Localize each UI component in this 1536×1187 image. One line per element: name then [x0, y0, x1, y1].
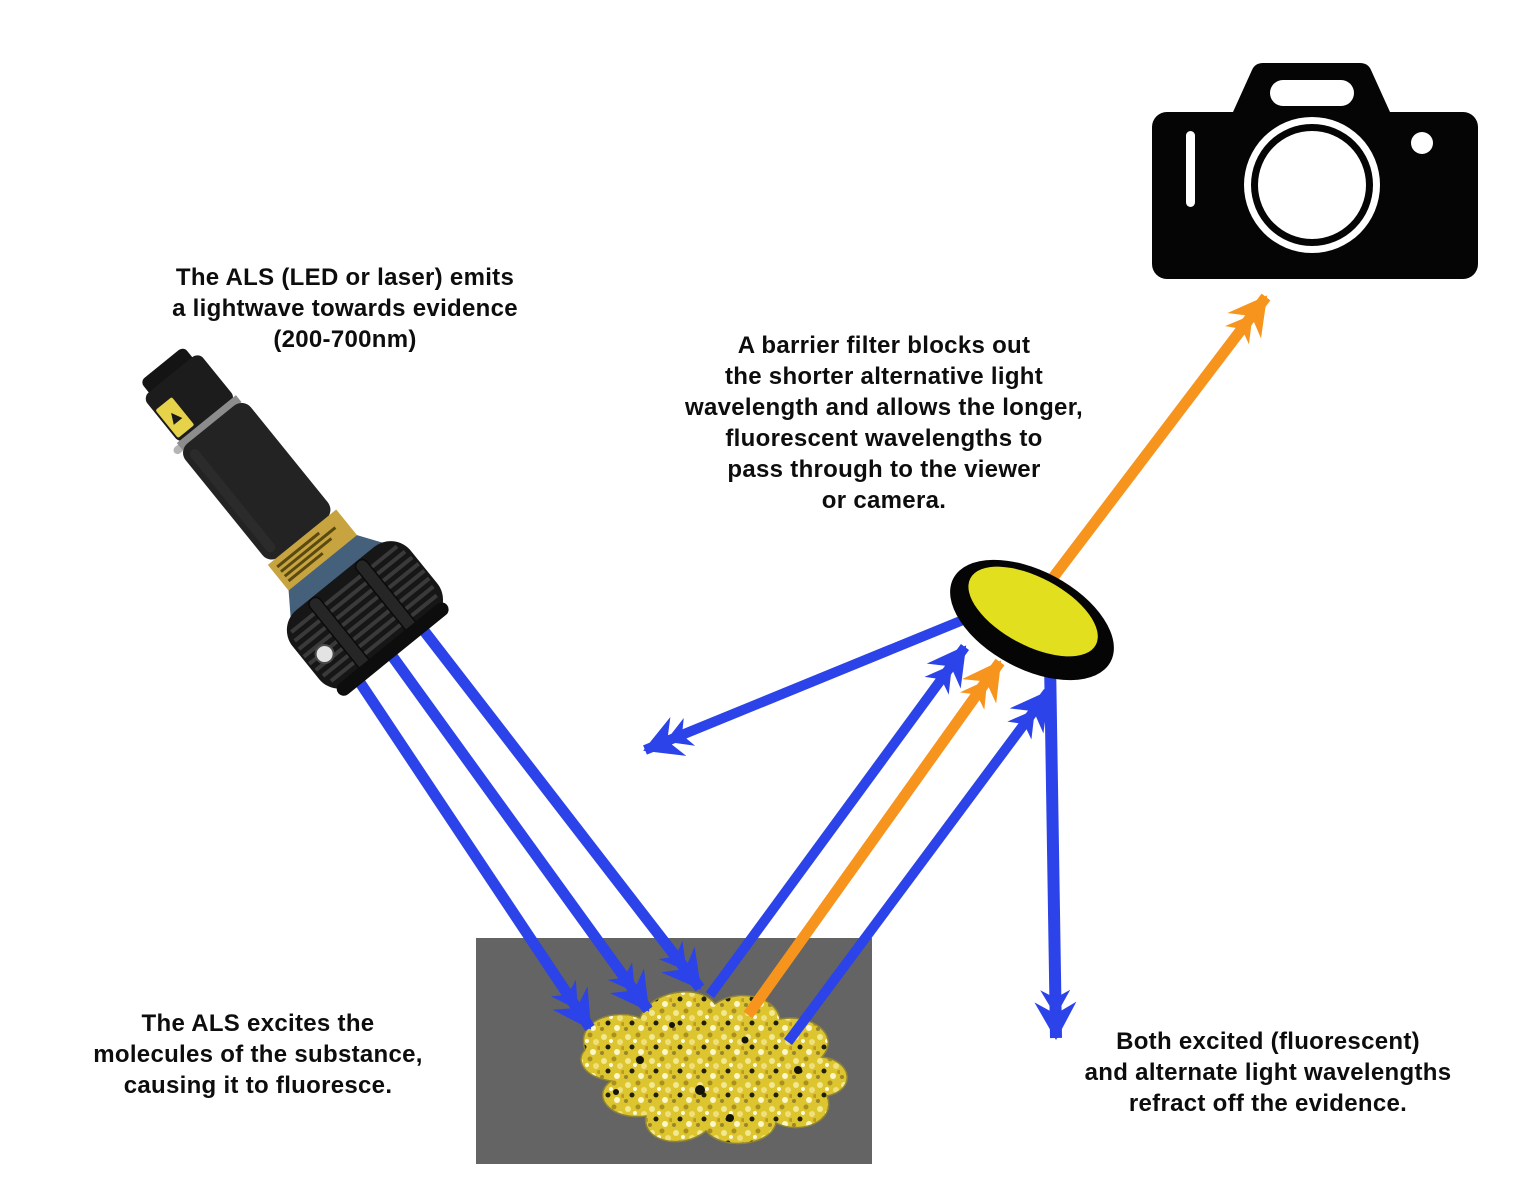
fluorescent-ray-lower — [743, 658, 1005, 1019]
annotation-line: fluorescent wavelengths to — [725, 425, 1043, 452]
annotation-line: and alternate light wavelengths — [1084, 1059, 1452, 1086]
annotation-line: pass through to the viewer — [727, 456, 1041, 483]
annotation-line: a lightwave towards evidence — [172, 295, 518, 322]
refracted-down-arrow — [1034, 659, 1077, 1040]
als-power-button — [314, 644, 335, 665]
camera-icon — [1152, 63, 1478, 279]
barrier-filter-icon — [950, 559, 1114, 681]
annotation-line: molecules of the substance, — [93, 1041, 423, 1068]
annotation-line: Both excited (fluorescent) — [1116, 1028, 1420, 1055]
evidence-stain-icon — [580, 991, 848, 1145]
reflected-rays — [705, 644, 1053, 1045]
camera-grip-slot — [1186, 131, 1195, 207]
annotation-line: refract off the evidence. — [1128, 1090, 1408, 1117]
annotation-als-emission: The ALS (LED or laser) emits a lightwave… — [85, 262, 605, 355]
annotation-line: the shorter alternative light — [724, 363, 1044, 390]
als-flashlight-icon — [142, 348, 449, 696]
annotation-barrier-filter: A barrier filter blocks out the shorter … — [624, 330, 1144, 516]
fluorescent-ray-upper — [1025, 293, 1271, 612]
als-emission-rays — [340, 619, 705, 1032]
annotation-line: The ALS excites the — [141, 1010, 375, 1037]
annotation-excitation: The ALS excites the molecules of the sub… — [28, 1008, 488, 1101]
annotation-line: The ALS (LED or laser) emits — [175, 264, 515, 291]
annotation-line: (200-700nm) — [273, 326, 417, 353]
annotation-line: wavelength and allows the longer, — [685, 394, 1083, 421]
annotation-line: causing it to fluoresce. — [123, 1072, 393, 1099]
annotation-line: A barrier filter blocks out — [737, 332, 1031, 359]
annotation-line: or camera. — [821, 487, 947, 514]
blocked-ray-arrow — [643, 606, 987, 756]
camera-flash-dot — [1411, 132, 1433, 154]
annotation-refraction: Both excited (fluorescent) and alternate… — [1008, 1026, 1528, 1119]
